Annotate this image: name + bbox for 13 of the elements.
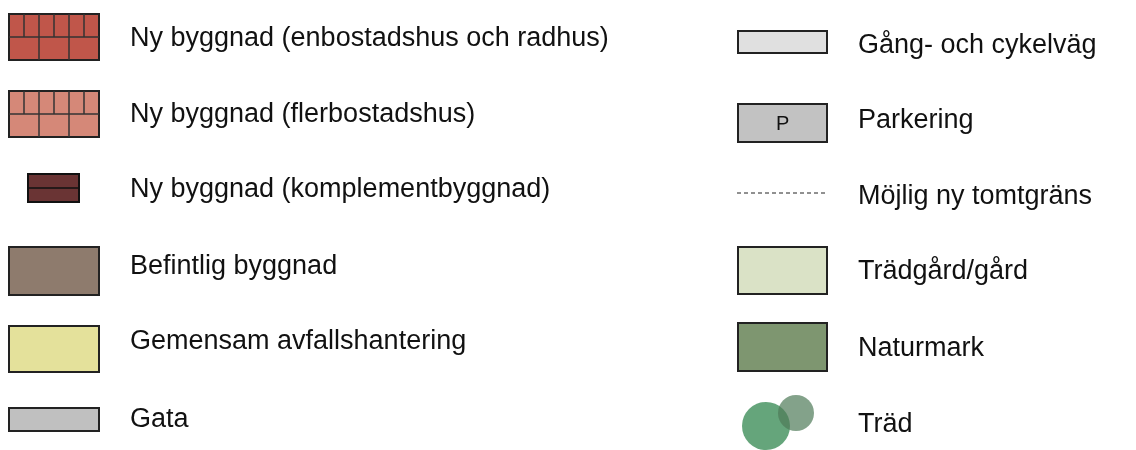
- legend-text: Gång- och cykelväg: [858, 28, 1097, 60]
- legend-text: Parkering: [858, 103, 974, 135]
- legend-text: Gata: [130, 402, 189, 434]
- parking-symbol: P: [776, 111, 790, 135]
- legend-text: Ny byggnad (flerbostadshus): [130, 97, 476, 129]
- legend-text: Möjlig ny tomtgräns: [858, 179, 1093, 211]
- legend-text: Ny byggnad (komplementbyggnad): [130, 172, 551, 204]
- legend-text: Ny byggnad (enbostadshus och radhus): [130, 21, 609, 53]
- legend-text: Träd: [858, 407, 913, 439]
- legend-text: Befintlig byggnad: [130, 249, 338, 281]
- legend-text: Naturmark: [858, 331, 985, 363]
- legend-text: Trädgård/gård: [858, 254, 1029, 286]
- legend-text: Gemensam avfallshantering: [130, 324, 467, 356]
